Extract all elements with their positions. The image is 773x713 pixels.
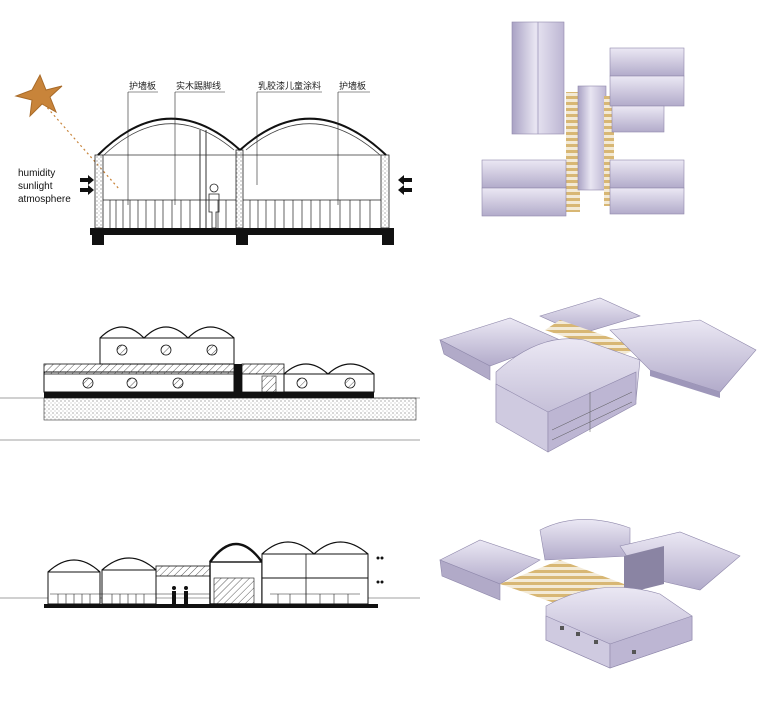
section-drawing-2	[0, 326, 420, 441]
person-icon	[208, 183, 220, 229]
roof-plan-render	[481, 21, 685, 217]
label-humidity: humidity	[18, 168, 55, 179]
axonometric-render-1	[439, 297, 757, 453]
label-solid-wood-baseboard: 实木踢脚线	[176, 80, 221, 92]
section-drawing-3	[0, 541, 420, 608]
arrow-icon	[80, 175, 412, 195]
label-sunlight: sunlight	[18, 181, 53, 192]
section-drawing-1: 护墙板 实木踢脚线 乳胶漆儿童涂料 护墙板 humidity sunlight …	[14, 73, 412, 245]
label-latex-paint: 乳胶漆儿童涂料	[258, 80, 321, 92]
sun-icon	[14, 73, 121, 191]
label-atmosphere: atmosphere	[18, 194, 71, 205]
person-icon	[172, 586, 188, 604]
axonometric-render-2	[439, 519, 741, 669]
label-wall-panel-left: 护墙板	[129, 80, 156, 92]
label-wall-panel-right: 护墙板	[339, 80, 366, 92]
